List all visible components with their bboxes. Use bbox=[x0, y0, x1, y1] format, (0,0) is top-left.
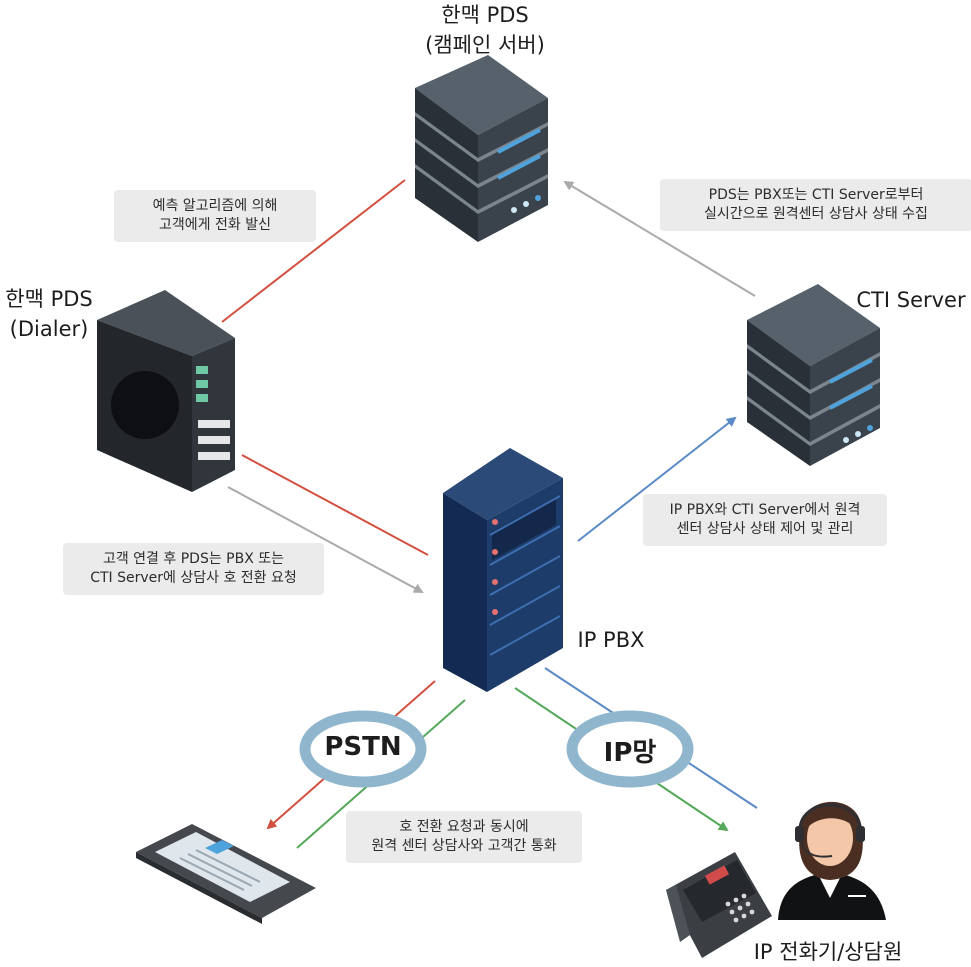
note-cti-control-line1: IP PBX와 CTI Server에서 원격 bbox=[669, 502, 861, 518]
note-transfer-request-line1: 고객 연결 후 PDS는 PBX 또는 bbox=[102, 551, 285, 567]
pbx-cabinet-icon bbox=[443, 448, 563, 692]
note-call-connect-line2: 원격 센터 상담사와 고객간 통화 bbox=[371, 838, 557, 854]
note-predictive-call-line1: 예측 알고리즘에 의해 bbox=[152, 198, 278, 214]
dialer-label-line1: 한맥 PDS bbox=[5, 287, 93, 311]
note-transfer-request: 고객 연결 후 PDS는 PBX 또는 CTI Server에 상담사 호 전환… bbox=[63, 543, 324, 595]
tower-server-icon bbox=[97, 290, 235, 492]
campaign-server-label: 한맥 PDS (캠페인 서버) bbox=[390, 0, 580, 60]
desk-phone-icon bbox=[666, 852, 772, 958]
pstn-label: PSTN bbox=[324, 732, 402, 762]
dialer-to-pbx-arrow bbox=[227, 486, 424, 593]
note-predictive-call-line2: 고객에게 전화 발신 bbox=[159, 217, 271, 233]
ip-pbx-label: IP PBX bbox=[577, 628, 645, 652]
dialer-label: 한맥 PDS (Dialer) bbox=[0, 284, 98, 344]
campaign-server-label-line2: (캠페인 서버) bbox=[425, 33, 545, 57]
smartphone-icon bbox=[136, 824, 316, 924]
agent-label: IP 전화기/상담원 bbox=[753, 940, 903, 964]
dialer-to-pbx-line bbox=[241, 454, 429, 556]
server-rack-icon bbox=[415, 55, 548, 242]
note-realtime-status-line1: PDS는 PBX또는 CTI Server로부터 bbox=[708, 187, 924, 203]
note-realtime-status-line2: 실시간으로 원격센터 상담사 상태 수집 bbox=[704, 206, 928, 222]
dialer-to-campaign-line bbox=[221, 179, 406, 323]
note-call-connect: 호 전환 요청과 동시에 원격 센터 상담사와 고객간 통화 bbox=[346, 811, 582, 863]
pbx-to-cti-arrow bbox=[577, 416, 737, 542]
dialer-label-line2: (Dialer) bbox=[9, 317, 89, 341]
cti-to-campaign-arrow bbox=[563, 180, 756, 297]
note-cti-control: IP PBX와 CTI Server에서 원격 센터 상담사 상태 제어 및 관… bbox=[643, 494, 887, 546]
ip-network-ring bbox=[566, 710, 694, 788]
agent-headset-icon bbox=[778, 801, 886, 920]
server-rack-icon bbox=[747, 284, 880, 466]
note-cti-control-line2: 센터 상담사 상태 제어 및 관리 bbox=[676, 521, 854, 537]
ip-network-label: IP망 bbox=[603, 738, 657, 768]
note-call-connect-line1: 호 전환 요청과 동시에 bbox=[399, 819, 529, 835]
note-transfer-request-line2: CTI Server에 상담사 호 전환 요청 bbox=[90, 570, 297, 586]
note-realtime-status: PDS는 PBX또는 CTI Server로부터 실시간으로 원격센터 상담사 … bbox=[660, 179, 971, 231]
cti-server-label: CTI Server bbox=[856, 288, 966, 312]
campaign-server-label-line1: 한맥 PDS bbox=[441, 3, 529, 27]
note-predictive-call: 예측 알고리즘에 의해 고객에게 전화 발신 bbox=[114, 190, 316, 242]
pstn-ring bbox=[299, 710, 427, 788]
